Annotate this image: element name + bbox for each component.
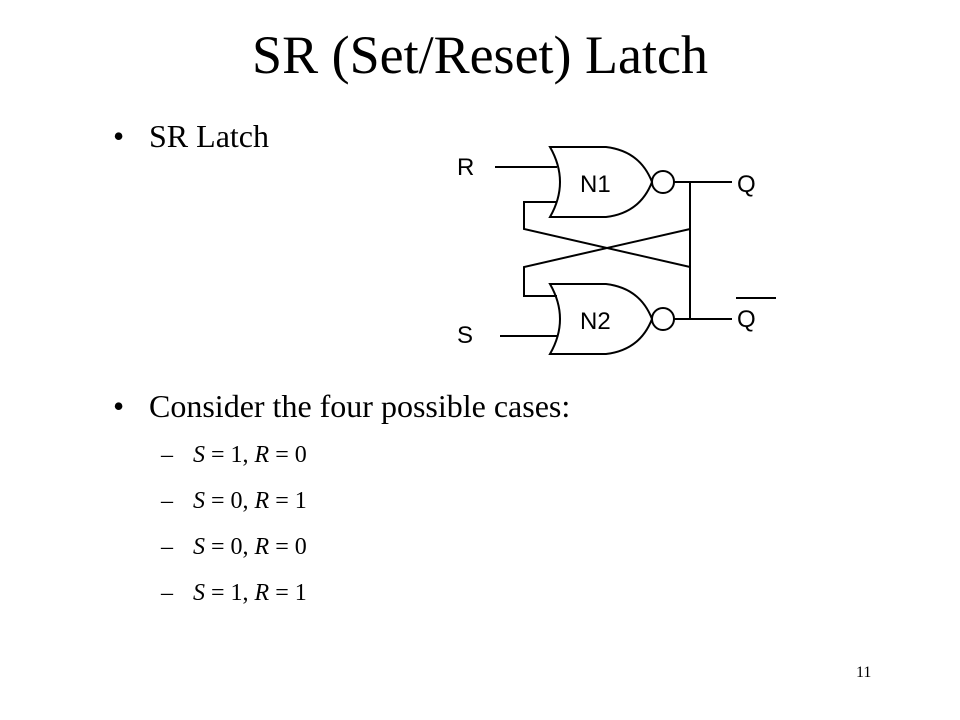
case-r-val: = 1 [269,488,307,514]
dash-marker: – [161,580,173,606]
case-s-val: = 0, [205,534,255,560]
label-n1: N1 [580,171,611,198]
label-n2: N2 [580,308,611,335]
bullet-sr-latch: • SR Latch [113,120,269,152]
slide-title: SR (Set/Reset) Latch [252,25,708,85]
case-s-var: S [193,534,205,560]
case-s-var: S [193,442,205,468]
dash-marker: – [161,488,173,514]
label-s: S [457,322,473,349]
label-q: Q [737,171,756,198]
case-s-val: = 1, [205,580,255,606]
case-item: –S = 1, R = 0 [161,443,307,467]
label-qbar: Q [737,306,756,333]
case-s-var: S [193,488,205,514]
case-r-val: = 0 [269,442,307,468]
case-r-var: R [254,488,270,514]
bullet-dot: • [113,118,125,154]
nor-gate-n2 [548,283,654,355]
wire-feedback-n2-in [523,227,691,319]
case-r-var: R [254,580,270,606]
case-r-val: = 1 [269,580,307,606]
case-item: –S = 1, R = 1 [161,581,307,605]
case-s-val: = 1, [205,442,255,468]
case-s-val: = 0, [205,488,255,514]
bullet-cases: • Consider the four possible cases: [113,390,570,422]
inverter-bubble-n2 [651,307,675,331]
bullet-dot: • [113,388,125,424]
case-r-var: R [254,442,270,468]
case-r-var: R [254,534,270,560]
bullet-text: Consider the four possible cases: [149,388,571,424]
inverter-bubble-n1 [651,170,675,194]
nor-gate-n1 [548,146,654,218]
dash-marker: – [161,534,173,560]
case-r-val: = 0 [269,534,307,560]
case-s-var: S [193,580,205,606]
sr-latch-diagram: R S N1 N2 Q Q [457,146,776,355]
case-item: –S = 0, R = 0 [161,535,307,559]
case-item: –S = 0, R = 1 [161,489,307,513]
page-number: 11 [856,664,872,681]
bullet-text: SR Latch [149,118,269,154]
label-r: R [457,154,474,181]
dash-marker: – [161,442,173,468]
